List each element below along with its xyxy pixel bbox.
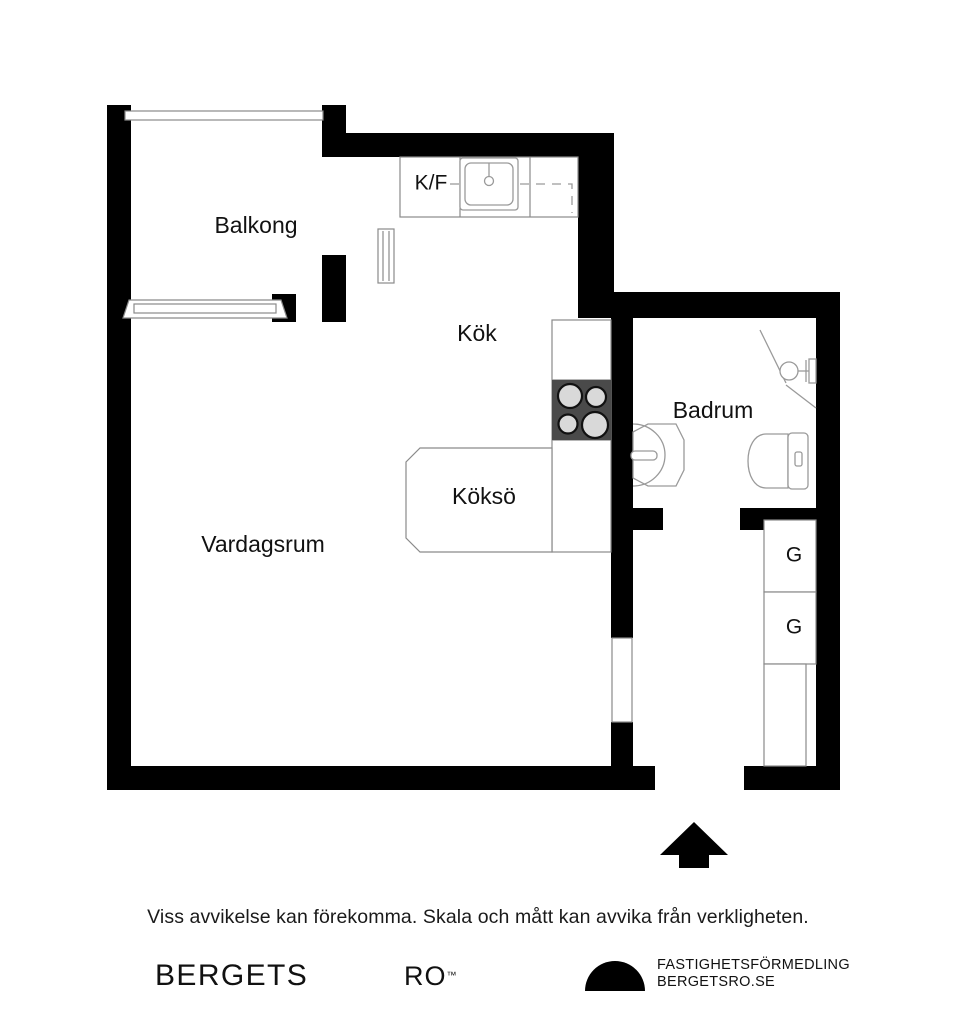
- closets-area: G G: [763, 519, 817, 767]
- kitchen-area: K/F Kök Köksö: [399, 156, 612, 553]
- room-label-kf: K/F: [415, 172, 448, 195]
- brand-text: FASTIGHETSFÖRMEDLING BERGETSRO.SE: [657, 957, 850, 991]
- wall-hall-divider-lower: [611, 722, 633, 774]
- closet-label-1: G: [786, 544, 802, 567]
- living-room-area: Vardagsrum: [201, 531, 325, 557]
- walls: [107, 105, 840, 790]
- room-label-badrum: Badrum: [673, 397, 754, 423]
- balcony-area: Balkong: [122, 110, 395, 319]
- closet-3-deep: [763, 663, 807, 767]
- shower-corner: [759, 329, 817, 409]
- entrance-direction-arrow: [660, 822, 728, 868]
- wall-exterior-bottom-left: [107, 766, 655, 790]
- stove-cooktop: [552, 380, 611, 440]
- wall-closet-right: [816, 530, 840, 770]
- room-label-vardagsrum: Vardagsrum: [201, 531, 325, 557]
- bathroom-area: Badrum: [630, 329, 817, 490]
- floor-plan-drawing: Balkong K/F: [107, 105, 840, 868]
- wall-balcony-topleft: [107, 105, 125, 117]
- closet-label-2: G: [786, 616, 802, 639]
- closet-2: [763, 591, 817, 665]
- wall-bathroom-bottom-left: [611, 508, 663, 530]
- room-label-kokso: Köksö: [452, 483, 516, 509]
- kitchen-island: [405, 447, 553, 553]
- toilet: [747, 432, 809, 490]
- interior-door-opening: [611, 637, 633, 723]
- logo-ro: RO™: [404, 961, 457, 992]
- disclaimer-text: Viss avvikelse kan förekomma. Skala och …: [147, 906, 809, 928]
- wall-balcony-right-lower: [322, 255, 346, 322]
- balcony-railing-bottom: [122, 299, 288, 319]
- brand-line-1: FASTIGHETSFÖRMEDLING: [657, 957, 850, 973]
- footer: Viss avvikelse kan förekomma. Skala och …: [0, 898, 956, 1023]
- balcony-door: [377, 228, 395, 284]
- wall-kitchen-right: [578, 133, 614, 308]
- wall-kitchen-top: [322, 133, 614, 157]
- dishwasher-dashed-outline: [450, 183, 573, 213]
- balcony-railing-top: [124, 110, 324, 121]
- brand-line-2: BERGETSRO.SE: [657, 974, 776, 991]
- wall-bathroom-left: [611, 318, 633, 510]
- logo-bergets: BERGETS: [155, 959, 309, 992]
- wall-balcony-left: [107, 105, 131, 305]
- logo-ro-text: RO: [404, 961, 447, 991]
- dome-icon: [585, 961, 645, 991]
- room-label-balkong: Balkong: [214, 212, 297, 238]
- room-label-kok: Kök: [457, 320, 497, 346]
- wall-upper-right-horizontal: [578, 292, 840, 318]
- kitchen-sink: [459, 157, 519, 211]
- wall-hall-divider-upper: [611, 508, 633, 638]
- bathroom-washbasin: [630, 423, 685, 487]
- closet-1: [763, 519, 817, 593]
- logo-row: BERGETS RO™ FASTIGHETSFÖRMEDLING BERGETS…: [0, 953, 956, 1023]
- logo-ro-trademark: ™: [446, 970, 457, 982]
- logo-bergetsro-brand: FASTIGHETSFÖRMEDLING BERGETSRO.SE: [585, 957, 850, 991]
- wall-exterior-left: [107, 294, 131, 790]
